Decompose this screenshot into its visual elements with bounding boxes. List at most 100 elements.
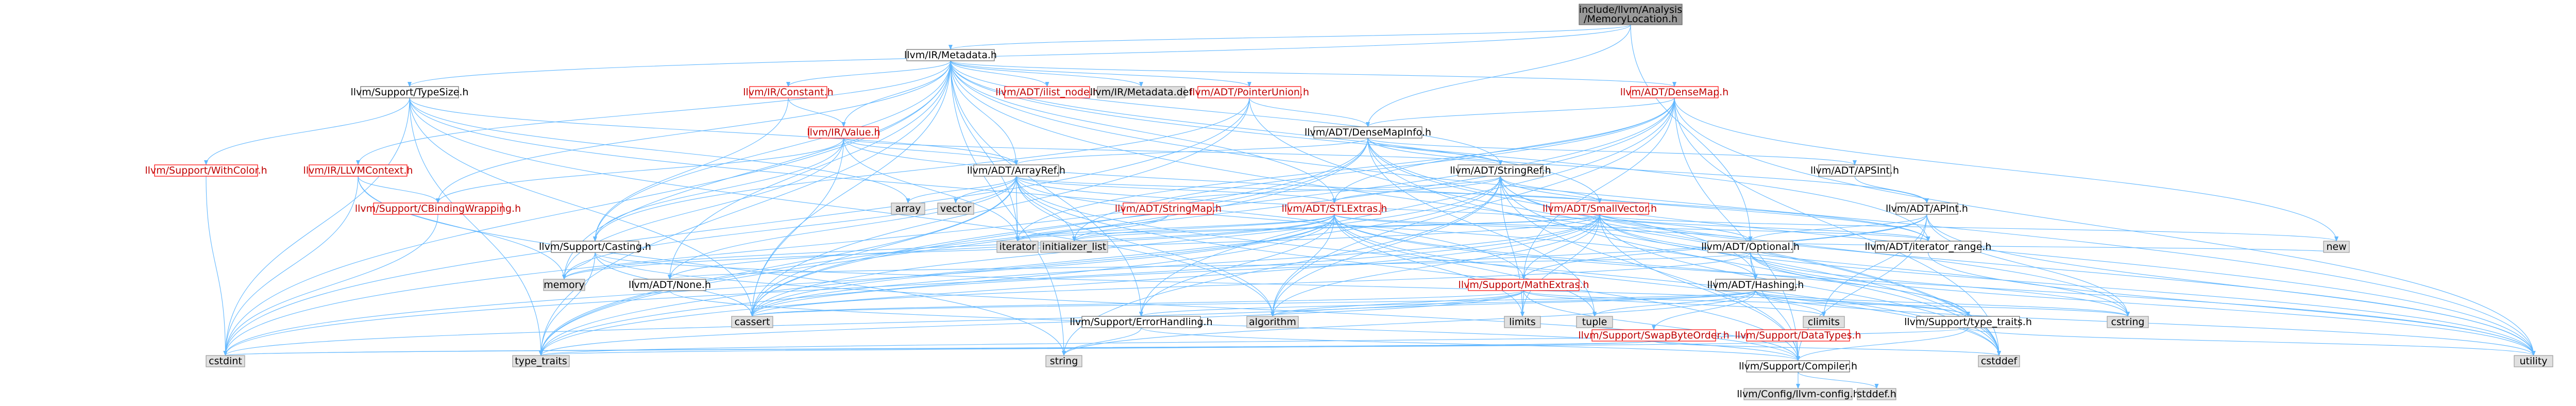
edge-smallvector-to-cstdint bbox=[223, 214, 1600, 356]
node-label: cassert bbox=[735, 316, 770, 328]
node-label: limits bbox=[1509, 316, 1536, 328]
node-adtnone[interactable]: llvm/ADT/None.h bbox=[629, 279, 711, 291]
edge-smallvector-to-limits bbox=[1520, 214, 1600, 317]
node-box bbox=[937, 202, 974, 215]
node-box bbox=[1504, 316, 1541, 328]
node-box bbox=[1040, 241, 1108, 253]
edge-densemapinfo-to-cstddef bbox=[1367, 138, 2001, 356]
edge-hashing-to-errorhandling bbox=[1139, 290, 1756, 317]
node-label: include/llvm/Analysis bbox=[1579, 4, 1682, 15]
edge-stringmap-to-initializer_list bbox=[1072, 214, 1169, 242]
node-label: llvm/Support/DataTypes.h bbox=[1735, 330, 1861, 341]
edge-stlextras-to-type_traits bbox=[539, 214, 1335, 356]
edge-stringref-to-type_traits bbox=[539, 176, 1501, 356]
node-llvmcontext[interactable]: llvm/IR/LLVMContext.h bbox=[303, 164, 413, 177]
node-label: llvm/ADT/ArrayRef.h bbox=[967, 165, 1065, 176]
node-constant[interactable]: llvm/IR/Constant.h bbox=[743, 86, 834, 98]
edge-stlextras-to-limits bbox=[1334, 214, 1524, 317]
edge-densemapinfo-to-tuple bbox=[1367, 138, 1597, 317]
node-swapbyteorder[interactable]: llvm/Support/SwapByteOrder.h bbox=[1578, 329, 1730, 342]
node-root[interactable]: include/llvm/Analysis/MemoryLocation.h bbox=[1579, 4, 1683, 25]
node-hashing[interactable]: llvm/ADT/Hashing.h bbox=[1707, 279, 1804, 291]
node-datatypes[interactable]: llvm/Support/DataTypes.h bbox=[1735, 329, 1861, 342]
node-label: llvm/ADT/Hashing.h bbox=[1707, 279, 1804, 291]
node-stringref[interactable]: llvm/ADT/StringRef.h bbox=[1450, 164, 1551, 177]
node-optional[interactable]: llvm/ADT/Optional.h bbox=[1701, 241, 1800, 253]
node-label: llvm/Support/Casting.h bbox=[539, 241, 651, 252]
node-label: llvm/Support/WithColor.h bbox=[145, 165, 267, 176]
node-utility: utility bbox=[2514, 355, 2553, 367]
node-cstring: cstring bbox=[2107, 316, 2149, 328]
edge-smallvector-to-cassert bbox=[750, 214, 1600, 317]
node-box bbox=[633, 279, 706, 291]
node-irvalue[interactable]: llvm/IR/Value.h bbox=[807, 126, 880, 139]
edge-optional-to-new bbox=[1750, 241, 2338, 253]
node-typesize[interactable]: llvm/Support/TypeSize.h bbox=[351, 86, 469, 98]
node-box bbox=[360, 86, 459, 98]
edge-stlextras-to-cassert bbox=[750, 214, 1335, 317]
edge-stlextras-to-memory bbox=[562, 214, 1335, 280]
node-label: /MemoryLocation.h bbox=[1584, 13, 1677, 25]
node-label: llvm/ADT/Optional.h bbox=[1701, 241, 1800, 252]
node-label: new bbox=[2326, 241, 2346, 252]
node-box bbox=[891, 202, 925, 215]
node-compiler[interactable]: llvm/Support/Compiler.h bbox=[1739, 360, 1857, 373]
edge-metadata-to-utility bbox=[950, 60, 2536, 356]
node-errorhandling[interactable]: llvm/Support/ErrorHandling.h bbox=[1070, 316, 1213, 328]
edge-stlextras-to-cstddef bbox=[1334, 214, 2001, 356]
node-label: llvm/ADT/STLExtras.h bbox=[1282, 203, 1387, 214]
edge-smallvector-to-mathextras bbox=[1521, 214, 1600, 280]
edge-mathextras-to-type_traits bbox=[539, 290, 1524, 356]
edge-stringref-to-cassert bbox=[750, 176, 1501, 317]
node-typetraits-llvm[interactable]: llvm/Support/type_traits.h bbox=[1904, 316, 2032, 328]
edge-iterator_range-to-utility bbox=[1927, 252, 2536, 356]
edge-smallvector-to-iterator_range bbox=[1599, 214, 1930, 242]
node-llvmconfig: llvm/Config/llvm-config.h bbox=[1737, 388, 1859, 400]
node-box bbox=[1857, 388, 1896, 400]
edge-optional-to-compiler bbox=[1750, 252, 1800, 361]
node-new: new bbox=[2323, 241, 2350, 253]
edge-densemapinfo-to-apint bbox=[1367, 138, 1929, 204]
edge-typetraits_llvm-to-type_traits bbox=[539, 327, 1969, 356]
node-metadata[interactable]: llvm/IR/Metadata.h bbox=[904, 49, 997, 61]
node-box bbox=[2107, 316, 2149, 328]
node-climits: climits bbox=[1803, 316, 1845, 328]
node-box bbox=[1916, 316, 2020, 328]
node-cassert: cassert bbox=[731, 316, 773, 328]
node-arrayref[interactable]: llvm/ADT/ArrayRef.h bbox=[967, 164, 1065, 177]
node-box bbox=[906, 49, 995, 61]
node-casting[interactable]: llvm/Support/Casting.h bbox=[539, 241, 651, 253]
node-withcolor[interactable]: llvm/Support/WithColor.h bbox=[145, 164, 267, 177]
edge-llvmcontext-to-cbinding bbox=[358, 176, 440, 204]
edge-smallvector-to-new bbox=[1599, 214, 2338, 242]
node-ilist-node[interactable]: llvm/ADT/ilist_node.h bbox=[995, 86, 1099, 98]
edge-densemap-to-initializer_list bbox=[1072, 97, 1675, 242]
node-iterator-range[interactable]: llvm/ADT/iterator_range.h bbox=[1865, 241, 1992, 253]
edge-densemap-to-mathextras bbox=[1521, 97, 1675, 280]
node-box bbox=[1313, 126, 1422, 139]
edge-metadata-to-arrayref bbox=[950, 60, 1019, 165]
node-apsint[interactable]: llvm/ADT/APSInt.h bbox=[1810, 164, 1899, 177]
node-box bbox=[1591, 329, 1716, 342]
edge-irvalue-to-iterator bbox=[843, 138, 1020, 242]
node-label: llvm/IR/LLVMContext.h bbox=[303, 165, 413, 176]
node-label: llvm/ADT/StringMap.h bbox=[1115, 203, 1222, 214]
edge-stringref-to-iterator_range bbox=[1500, 176, 1930, 242]
edge-apint-to-cstring bbox=[1926, 214, 2130, 317]
edge-densemapinfo-to-apsint bbox=[1367, 138, 1857, 165]
node-densemapinfo[interactable]: llvm/ADT/DenseMapInfo.h bbox=[1304, 126, 1431, 139]
node-pointerunion[interactable]: llvm/ADT/PointerUnion.h bbox=[1190, 86, 1309, 98]
node-smallvector[interactable]: llvm/ADT/SmallVector.h bbox=[1543, 202, 1657, 215]
edge-stlextras-to-optional bbox=[1334, 214, 1753, 242]
edge-smallvector-to-cstring bbox=[1599, 214, 2130, 317]
edge-metadata-to-adtnone bbox=[668, 60, 951, 280]
node-stlextras[interactable]: llvm/ADT/STLExtras.h bbox=[1282, 202, 1387, 215]
node-label: cstddef bbox=[1981, 356, 2018, 367]
node-mathextras[interactable]: llvm/Support/MathExtras.h bbox=[1459, 279, 1589, 291]
edge-stringmap-to-stringref bbox=[1167, 176, 1503, 204]
node-densemap[interactable]: llvm/ADT/DenseMap.h bbox=[1620, 86, 1728, 98]
edge-mathextras-to-compiler bbox=[1523, 290, 1800, 361]
node-apint[interactable]: llvm/ADT/APInt.h bbox=[1886, 202, 1968, 215]
node-cbinding[interactable]: llvm/Support/CBindingWrapping.h bbox=[355, 202, 521, 215]
node-stringmap[interactable]: llvm/ADT/StringMap.h bbox=[1115, 202, 1222, 215]
